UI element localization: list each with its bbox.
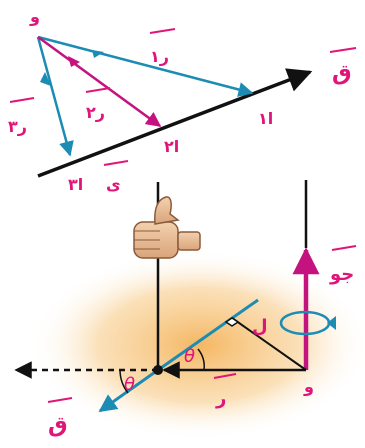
endpoint-label-a1: ا١ — [258, 109, 273, 128]
right-angle-marker — [224, 317, 240, 327]
plane-glow — [30, 250, 365, 440]
application-point — [153, 365, 163, 375]
force-line-upper — [157, 298, 259, 372]
bottom-figure: جو ل و ر θ θ ق — [14, 180, 365, 440]
vector-label-r3-bar — [9, 97, 35, 103]
vector-label-r1: ر١ — [150, 47, 169, 66]
endpoint-label-a2: ا٢ — [164, 137, 179, 156]
vector-r3-midarrow — [40, 72, 51, 86]
line-label-top: ق — [332, 61, 352, 86]
top-figure: و ق ر١ ر٢ ر٣ ا١ ا٢ ا٣ ى — [8, 7, 357, 194]
direction-label-bar — [103, 160, 129, 166]
line-label-bottom: ق — [48, 413, 68, 438]
vector-r1 — [37, 35, 254, 97]
rotation-arrow-icon — [279, 310, 336, 336]
line-label-bottom-bar — [47, 397, 73, 403]
arm-label: ل — [252, 316, 268, 337]
vector-label-r2: ر٢ — [86, 103, 105, 122]
vector-r2-midarrow — [68, 56, 80, 67]
vector-label-r2-bar — [85, 87, 111, 93]
angle-arc-left — [119, 369, 129, 394]
line-of-action — [37, 68, 313, 178]
origin-label-bottom: و — [303, 377, 314, 396]
origin-label-top: و — [29, 7, 40, 26]
vector-label-r3: ر٣ — [8, 117, 27, 136]
vector-r1-midarrow — [92, 50, 104, 58]
thumbs-up-icon — [133, 196, 201, 259]
position-label: ر — [215, 388, 226, 409]
torque-label: جو — [329, 264, 354, 285]
angle-label-left: θ — [124, 374, 135, 395]
endpoint-label-a3: ا٣ — [68, 175, 83, 194]
direction-label: ى — [106, 175, 121, 194]
force-vector — [98, 368, 159, 413]
position-label-bar — [213, 373, 237, 379]
moment-arm — [231, 317, 307, 371]
torque-label-bar — [331, 245, 357, 251]
vector-r3 — [36, 36, 74, 157]
line-label-top-bar — [329, 47, 357, 53]
vector-label-r1-bar — [149, 28, 176, 34]
angle-label-right: θ — [184, 346, 195, 367]
angle-arc-right — [197, 348, 205, 371]
vector-r2 — [37, 35, 162, 128]
